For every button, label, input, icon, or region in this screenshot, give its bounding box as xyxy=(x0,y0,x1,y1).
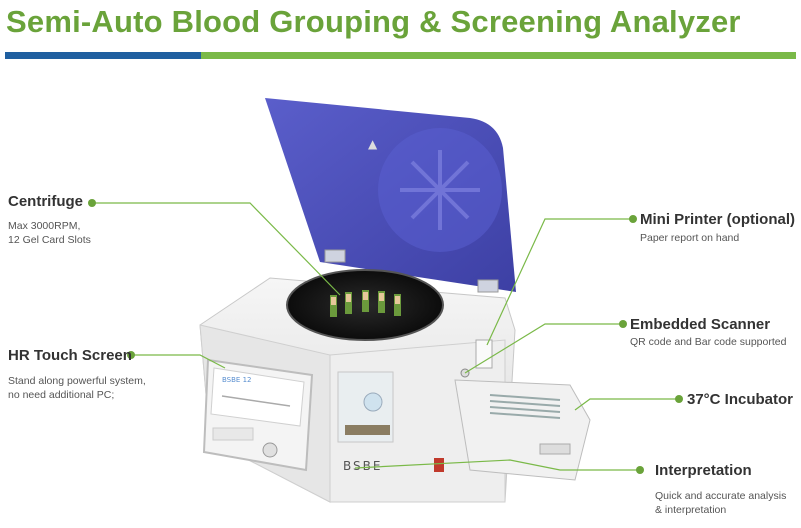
printer-slot xyxy=(475,339,493,369)
centrifuge-desc-line1: Max 3000RPM, xyxy=(8,220,81,232)
centrifuge-title: Centrifuge xyxy=(8,193,83,210)
title-underline-blue xyxy=(5,52,201,59)
touch-screen-desc-line2: no need additional PC; xyxy=(8,389,115,401)
power-switch xyxy=(434,458,444,472)
centrifuge-desc-line2: 12 Gel Card Slots xyxy=(8,234,91,246)
printer-desc: Paper report on hand xyxy=(640,232,740,244)
interpretation-title: Interpretation xyxy=(655,462,752,479)
svg-text:▲: ▲ xyxy=(368,137,378,151)
scanner-title: Embedded Scanner xyxy=(630,316,771,333)
incubator-drawer xyxy=(454,379,591,481)
svg-text:BSBE: BSBE xyxy=(343,459,382,473)
page-title: Semi-Auto Blood Grouping & Screening Ana… xyxy=(6,4,741,39)
touch-screen-title: HR Touch Screen xyxy=(8,347,132,364)
hinge-left xyxy=(324,249,346,263)
hinge-right xyxy=(477,279,499,293)
interpretation-desc-line1: Quick and accurate analysis xyxy=(655,490,787,502)
printer-title: Mini Printer (optional) xyxy=(640,211,795,228)
home-button-icon xyxy=(262,442,278,458)
svg-text:BSBE 12: BSBE 12 xyxy=(222,376,251,384)
touch-screen-desc-line1: Stand along powerful system, xyxy=(8,375,146,387)
incubator-title: 37°C Incubator xyxy=(687,391,794,408)
scanner-desc: QR code and Bar code supported xyxy=(630,336,787,348)
touch-screen-display xyxy=(210,367,305,427)
title-underline-green xyxy=(201,52,796,59)
interpretation-desc-line2: & interpretation xyxy=(655,504,727,516)
